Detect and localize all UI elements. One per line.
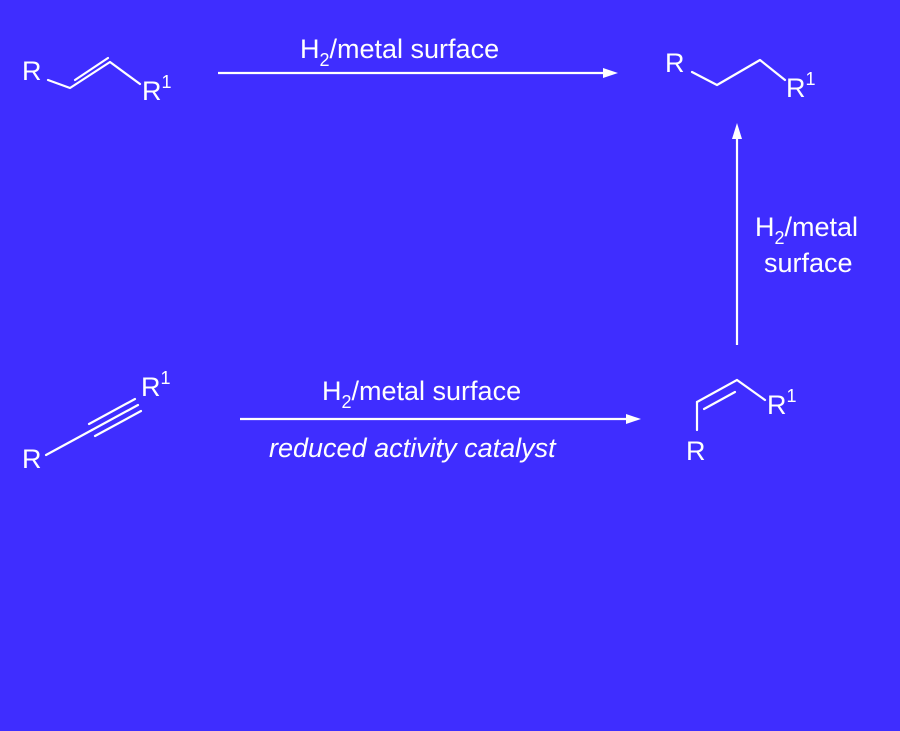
alkane-r-label: R [665,48,685,78]
alkyne-r-bond [44,428,94,457]
vertical-arrow-head [732,123,742,139]
cis-alkene-r1-bond [735,378,767,402]
alkane-r1-label: R1 [786,69,816,103]
bottom-arrow-head [626,414,641,424]
vertical-arrow-reagent-line2: surface [764,248,853,278]
cis-alkene-double-bond-inner [702,390,737,411]
bottom-partial-hydrogenation-arrow: H2/metal surface reduced activity cataly… [240,376,641,463]
vertical-arrow-reagent-line1: H2/metal [755,212,858,248]
cis-alkene-double-bond-outer [695,378,739,404]
alkyne-r1-label: R1 [141,368,171,402]
cis-alkene-r-label: R [686,436,706,466]
top-arrow-reagent: H2/metal surface [300,34,499,70]
alkene-double-bond-line [73,56,110,82]
trans-alkene-structure: R R1 [22,56,172,106]
alkene-backbone-bond [46,60,142,90]
top-hydrogenation-arrow: H2/metal surface [218,34,618,78]
bottom-arrow-condition: reduced activity catalyst [269,433,557,463]
alkane-backbone-bond [690,58,787,87]
alkene-r-label: R [22,56,42,86]
alkene-r1-label: R1 [142,72,172,106]
bottom-arrow-reagent: H2/metal surface [322,376,521,412]
alkyne-triple-bond-lower [93,409,143,438]
vertical-hydrogenation-arrow: H2/metal surface [732,123,858,345]
cis-alkene-structure: R R1 [686,378,797,466]
alkyne-r-label: R [22,444,42,474]
top-arrow-head [603,68,618,78]
alkane-structure: R R1 [665,48,816,103]
alkyne-triple-bond-center [90,403,140,432]
cis-alkene-r1-label: R1 [767,386,797,420]
alkyne-structure: R R1 [22,368,171,474]
alkyne-triple-bond-upper [87,397,137,426]
